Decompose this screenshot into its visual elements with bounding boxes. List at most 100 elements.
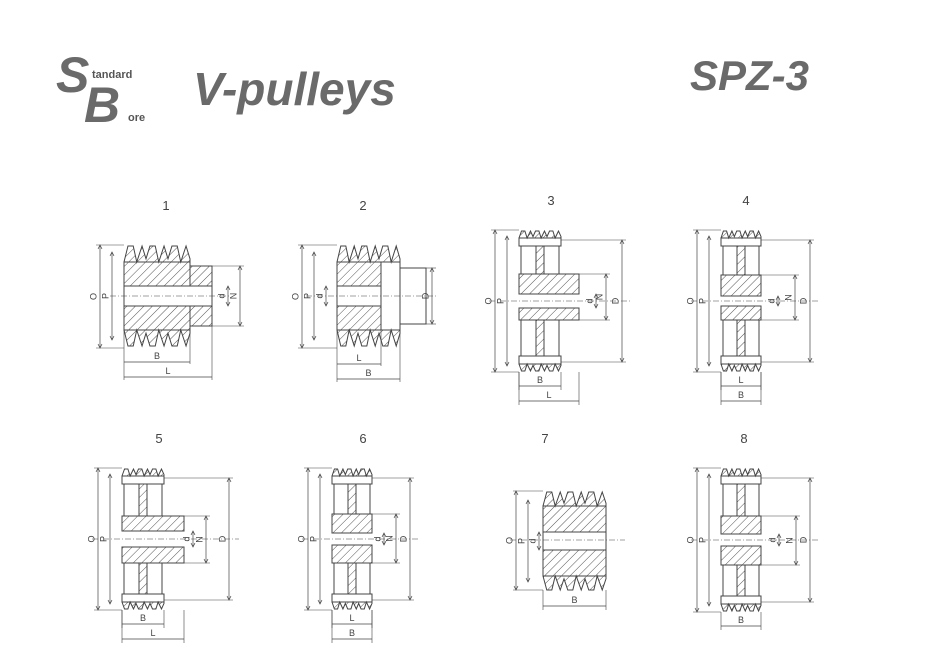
section-outline: [722, 483, 738, 517]
arrow-head: [525, 499, 531, 505]
arrow-head: [807, 597, 813, 603]
arrow-head: [694, 229, 700, 235]
dimension-label: D: [420, 292, 430, 299]
arrow-head: [95, 467, 101, 473]
section-outline: [744, 245, 760, 276]
dimension-label: N: [784, 537, 794, 544]
dimension-label: N: [228, 293, 238, 300]
dimension-label: L: [738, 375, 743, 385]
section-outline: [123, 483, 140, 517]
groove-rim: [336, 244, 401, 264]
section-outline: [333, 562, 349, 595]
arrow-head: [323, 301, 329, 307]
arrow-head: [381, 532, 387, 538]
section-outline: [720, 475, 762, 485]
arrow-head: [226, 595, 232, 601]
diagram-number: 4: [742, 193, 749, 208]
arrow-head: [237, 265, 243, 271]
diagram-number: 3: [547, 193, 554, 208]
dimension-label: d: [527, 538, 537, 543]
hatched-section: [535, 245, 545, 275]
diagram-number: 5: [155, 431, 162, 446]
groove-rim: [121, 467, 165, 478]
arrow-head: [226, 477, 232, 483]
logo-text-bore: ore: [128, 112, 146, 124]
hatched-section: [123, 261, 191, 287]
groove-rim: [331, 467, 373, 478]
dimension-label: O: [290, 293, 300, 300]
dimension-label: D: [798, 536, 808, 543]
arrow-head: [776, 541, 782, 547]
dimension-label: P: [98, 536, 108, 542]
dimension-label: B: [140, 613, 146, 623]
dimension-label: D: [610, 297, 620, 304]
arrow-head: [190, 530, 196, 536]
hatched-section: [736, 564, 746, 597]
section-outline: [543, 245, 560, 275]
arrow-head: [299, 343, 305, 349]
arrow-head: [429, 319, 435, 325]
dimension-label: O: [296, 535, 306, 542]
arrow-head: [393, 513, 399, 519]
arrow-head: [317, 473, 323, 479]
dimension-label: D: [798, 297, 808, 304]
profile-code: SPZ-3: [690, 52, 810, 99]
arrow-head: [107, 473, 113, 479]
arrow-head: [429, 267, 435, 273]
dimension-label: N: [783, 294, 793, 301]
dimension-label: L: [546, 390, 551, 400]
arrow-head: [775, 295, 781, 301]
section-outline: [331, 593, 373, 603]
hatched-section: [347, 483, 357, 515]
dimension-label: N: [384, 535, 394, 542]
hatched-section: [736, 245, 746, 276]
arrow-head: [603, 273, 609, 279]
arrow-head: [317, 599, 323, 605]
arrow-head: [190, 542, 196, 548]
hatched-section: [542, 549, 607, 577]
page-title: V-pulleys: [193, 63, 396, 115]
arrow-head: [393, 558, 399, 564]
diagram-number: 1: [162, 198, 169, 213]
arrow-head: [706, 601, 712, 607]
arrow-head: [694, 367, 700, 373]
dimension-label: d: [314, 293, 324, 298]
dimension-label: B: [738, 390, 744, 400]
dimension-label: P: [697, 537, 707, 543]
dimension-label: B: [537, 375, 543, 385]
sb-logo: S tandard B ore: [52, 47, 162, 130]
hatched-section: [720, 305, 762, 321]
hatched-section: [720, 274, 762, 297]
section-outline: [722, 564, 738, 597]
section-outline: [518, 355, 562, 365]
groove-rim: [720, 362, 762, 373]
arrow-head: [536, 545, 542, 551]
dimension-label: L: [356, 353, 361, 363]
section-outline: [543, 319, 560, 357]
section-outline: [720, 355, 762, 365]
arrow-head: [107, 599, 113, 605]
arrow-head: [706, 473, 712, 479]
dimension-label: O: [88, 293, 98, 300]
arrow-head: [792, 274, 798, 280]
dimension-label: d: [766, 298, 776, 303]
hatched-section: [123, 305, 191, 331]
arrow-head: [807, 239, 813, 245]
arrow-head: [225, 301, 231, 307]
dimension-label: B: [154, 351, 160, 361]
arrow-head: [407, 595, 413, 601]
section-outline: [542, 531, 607, 551]
arrow-head: [793, 560, 799, 566]
dimension-label: O: [685, 536, 695, 543]
hatched-section: [347, 562, 357, 595]
logo-letter-s: S: [56, 47, 90, 103]
arrow-head: [299, 244, 305, 250]
hatched-section: [138, 483, 148, 517]
hatched-section: [736, 483, 746, 517]
section-outline: [121, 593, 165, 603]
arrow-head: [381, 540, 387, 546]
dimension-label: P: [495, 298, 505, 304]
dimension-label: P: [697, 298, 707, 304]
